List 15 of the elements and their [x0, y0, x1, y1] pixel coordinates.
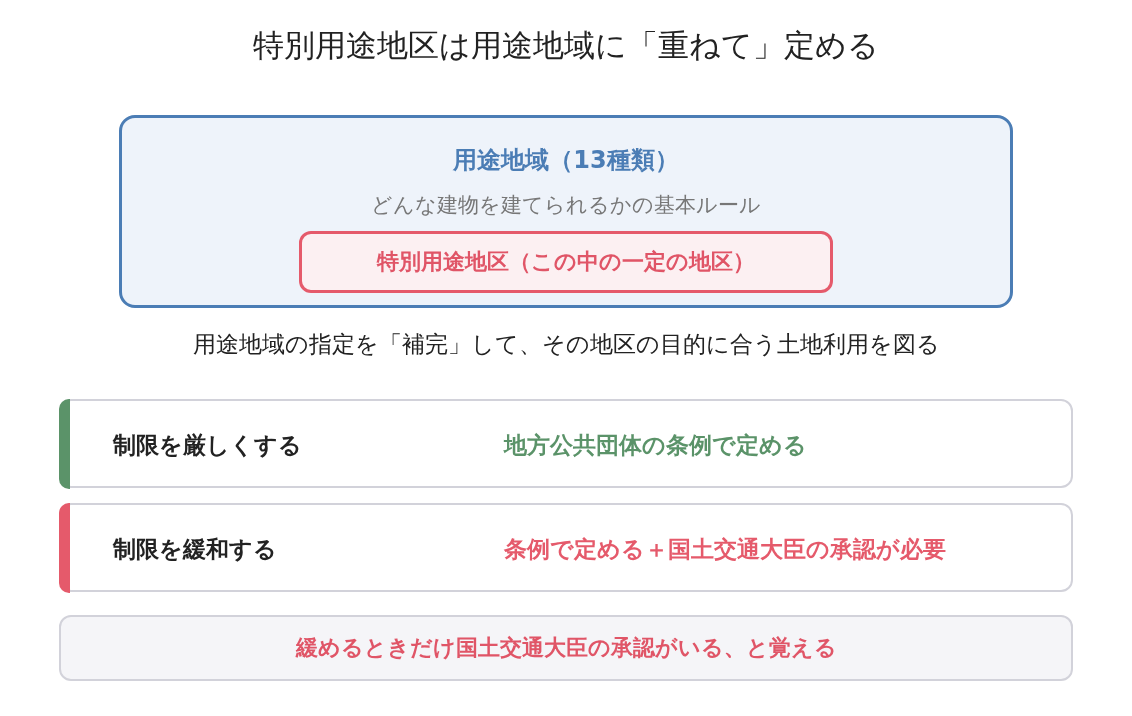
- rule-detail: 条例で定める＋国土交通大臣の承認が必要: [504, 535, 946, 564]
- district-label: 特別用途地区（この中の一定の地区）: [377, 248, 755, 276]
- rule-heading: 制限を緩和する: [113, 534, 277, 564]
- zone-heading: 用途地域（13種類）: [453, 145, 679, 175]
- rule-card: [59, 399, 1073, 488]
- memo-card: [59, 615, 1073, 681]
- zone-box: [119, 115, 1013, 308]
- rule-detail: 地方公共団体の条例で定める: [504, 431, 807, 460]
- summary-text: 用途地域の指定を「補完」して、その地区の目的に合う土地利用を図る: [192, 329, 940, 359]
- memo-text: 緩めるときだけ国土交通大臣の承認がいる、と覚える: [295, 634, 837, 662]
- zone-subtitle: どんな建物を建てられるかの基本ルール: [371, 191, 761, 219]
- rule-heading: 制限を厳しくする: [113, 430, 302, 460]
- diagram-title: 特別用途地区は用途地域に「重ねて」定める: [253, 25, 879, 65]
- rule-card: [59, 503, 1073, 592]
- district-box: [299, 231, 833, 293]
